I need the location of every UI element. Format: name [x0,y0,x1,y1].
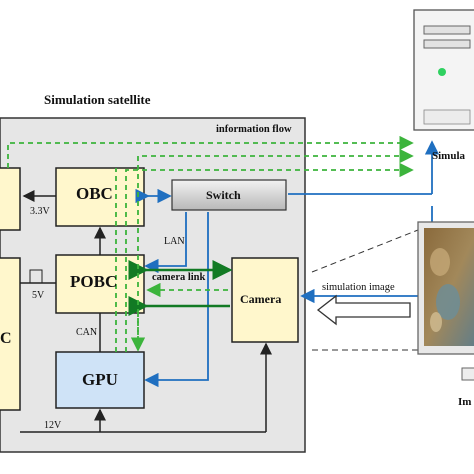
obc-label: OBC [76,184,113,203]
switch-label: Switch [206,188,241,202]
left-block-label: C [0,330,12,347]
camera-label: Camera [240,292,282,306]
v12-label: 12V [44,420,62,431]
gpu-label: GPU [82,370,118,389]
computer-tower-icon [413,9,474,131]
camera-block [231,257,299,343]
zoom-line-top [311,229,419,273]
lan-label: LAN [164,236,185,247]
panel-title: Simulation satellite [44,92,151,107]
simulation-image-arrow [316,294,411,326]
switch-block [171,179,287,211]
v33-label: 3.3V [30,206,50,217]
left-block-bottom [0,257,21,411]
v5-label: 5V [32,290,45,301]
left-block-top [0,167,21,231]
info-flow-label: information flow [216,124,292,135]
monitor-icon [417,221,474,381]
pobc-label: POBC [70,272,118,291]
simulator-label: Simula [432,150,466,162]
can-label: CAN [76,327,98,338]
info-flow-line-3 [125,162,414,352]
gpu-block [55,351,145,409]
sim-image-label: simulation image [322,282,395,293]
camera-link-label: camera link [152,272,206,283]
pobc-to-camera-power [29,269,43,283]
info-flow-line-2 [137,148,414,350]
image-label: Im [458,396,472,408]
